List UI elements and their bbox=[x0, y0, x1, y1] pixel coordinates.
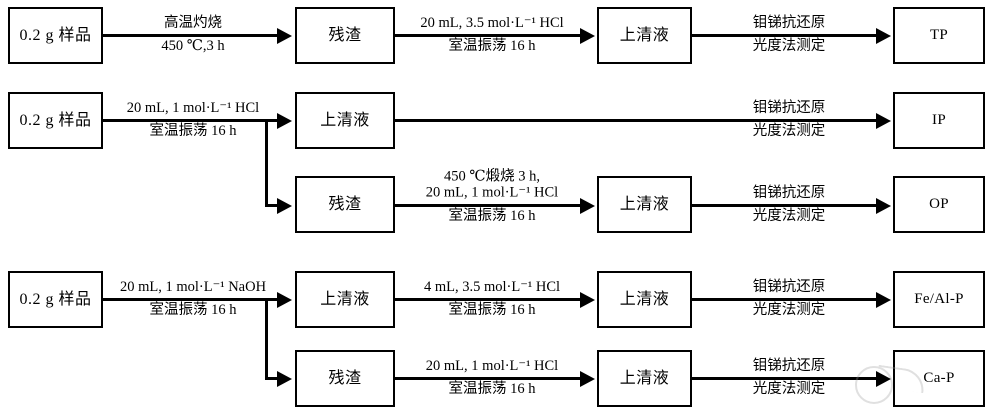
branch-connector-vertical-2 bbox=[265, 298, 268, 380]
arrow-head-7 bbox=[876, 197, 891, 214]
edge-line-9 bbox=[395, 298, 580, 301]
arrow-head-9 bbox=[580, 291, 595, 308]
arrow-head-4 bbox=[277, 112, 292, 129]
arrow-head-11 bbox=[580, 370, 595, 387]
edge-line-11 bbox=[395, 377, 580, 380]
node-result-op: OP bbox=[893, 176, 985, 233]
edge-label-8-below: 室温振荡 16 h bbox=[149, 302, 237, 318]
arrow-head-6 bbox=[580, 197, 595, 214]
edge-label-6-above: 450 ℃煅烧 3 h, 20 mL, 1 mol·L⁻¹ HCl bbox=[425, 168, 559, 201]
edge-label-7-above: 钼锑抗还原 bbox=[752, 184, 826, 201]
node-result-fe-al-p: Fe/Al-P bbox=[893, 271, 985, 328]
node-supernatant-4: 上清液 bbox=[295, 271, 395, 328]
edge-line-4 bbox=[103, 119, 277, 122]
edge-label-1-above: 高温灼烧 bbox=[164, 14, 222, 31]
edge-label-1-below: 450 ℃,3 h bbox=[161, 38, 225, 54]
edge-label-5-above: 钼锑抗还原 bbox=[752, 99, 826, 116]
node-supernatant-1: 上清液 bbox=[597, 7, 692, 64]
edge-label-12-below: 光度法测定 bbox=[752, 381, 826, 397]
node-sample-3: 0.2 g 样品 bbox=[8, 271, 103, 328]
edge-line-5 bbox=[395, 119, 876, 122]
arrow-head-1 bbox=[277, 27, 292, 44]
node-supernatant-2: 上清液 bbox=[295, 92, 395, 149]
arrow-head-12 bbox=[876, 370, 891, 387]
edge-label-4-below: 室温振荡 16 h bbox=[149, 123, 237, 139]
arrow-head-2 bbox=[580, 27, 595, 44]
edge-label-3-above: 钼锑抗还原 bbox=[752, 14, 826, 31]
edge-label-3-below: 光度法测定 bbox=[752, 38, 826, 54]
edge-label-2-below: 室温振荡 16 h bbox=[448, 38, 536, 54]
node-sample-2: 0.2 g 样品 bbox=[8, 92, 103, 149]
branch-connector-vertical-1 bbox=[265, 119, 268, 207]
arrow-head-10 bbox=[876, 291, 891, 308]
edge-label-7-below: 光度法测定 bbox=[752, 208, 826, 224]
node-residue-3: 残渣 bbox=[295, 176, 395, 233]
node-residue-5: 残渣 bbox=[295, 350, 395, 407]
arrow-head-branch-2 bbox=[277, 370, 292, 387]
edge-label-5-below: 光度法测定 bbox=[752, 123, 826, 139]
edge-label-6-below: 室温振荡 16 h bbox=[448, 208, 536, 224]
node-supernatant-5: 上清液 bbox=[597, 271, 692, 328]
node-supernatant-6: 上清液 bbox=[597, 350, 692, 407]
arrow-head-3 bbox=[876, 27, 891, 44]
node-result-ip: IP bbox=[893, 92, 985, 149]
edge-label-10-above: 钼锑抗还原 bbox=[752, 278, 826, 295]
edge-label-11-below: 室温振荡 16 h bbox=[448, 381, 536, 397]
node-residue-1: 残渣 bbox=[295, 7, 395, 64]
edge-line-8 bbox=[103, 298, 277, 301]
edge-line-12 bbox=[692, 377, 876, 380]
branch-connector-horizontal-2 bbox=[265, 377, 277, 380]
edge-label-8-above: 20 mL, 1 mol·L⁻¹ NaOH bbox=[119, 278, 267, 295]
node-sample-1: 0.2 g 样品 bbox=[8, 7, 103, 64]
edge-line-2 bbox=[395, 34, 580, 37]
edge-label-12-above: 钼锑抗还原 bbox=[752, 357, 826, 374]
arrow-head-5 bbox=[876, 112, 891, 129]
edge-label-9-above: 4 mL, 3.5 mol·L⁻¹ HCl bbox=[423, 278, 561, 295]
edge-label-9-below: 室温振荡 16 h bbox=[448, 302, 536, 318]
edge-line-6 bbox=[395, 204, 580, 207]
edge-line-7 bbox=[692, 204, 876, 207]
edge-label-10-below: 光度法测定 bbox=[752, 302, 826, 318]
arrow-head-8 bbox=[277, 291, 292, 308]
edge-line-3 bbox=[692, 34, 876, 37]
edge-label-4-above: 20 mL, 1 mol·L⁻¹ HCl bbox=[126, 99, 260, 116]
node-supernatant-3: 上清液 bbox=[597, 176, 692, 233]
branch-connector-horizontal-1 bbox=[265, 204, 277, 207]
arrow-head-branch-1 bbox=[277, 197, 292, 214]
edge-label-11-above: 20 mL, 1 mol·L⁻¹ HCl bbox=[425, 357, 559, 374]
edge-line-10 bbox=[692, 298, 876, 301]
edge-label-2-above: 20 mL, 3.5 mol·L⁻¹ HCl bbox=[420, 14, 564, 31]
node-result-tp: TP bbox=[893, 7, 985, 64]
node-result-ca-p: Ca-P bbox=[893, 350, 985, 407]
edge-line-1 bbox=[103, 34, 277, 37]
